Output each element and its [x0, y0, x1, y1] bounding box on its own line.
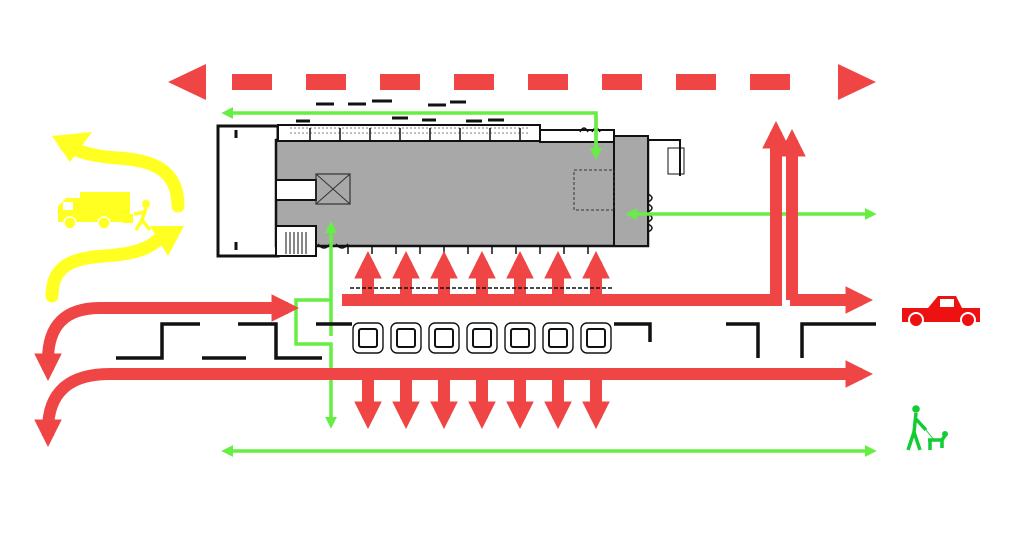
red-pickup-truck-icon	[902, 296, 980, 328]
service-routes	[45, 132, 185, 303]
east-doors	[647, 193, 653, 233]
west-loop-upper	[34, 294, 300, 382]
bus-bay-shelter	[396, 328, 416, 348]
north-mullions	[309, 128, 521, 140]
bus-bay-shelter	[586, 328, 606, 348]
south-doors	[317, 243, 349, 249]
station-building	[216, 124, 685, 258]
west-gap	[275, 179, 317, 201]
east-room	[573, 169, 615, 211]
south-stair-block	[275, 225, 317, 257]
south-ped-loop	[294, 298, 337, 429]
bus-bay-shelter	[358, 328, 378, 348]
service-in-arrowhead	[150, 226, 184, 256]
south-mullions	[347, 246, 589, 254]
bay-exits	[354, 374, 610, 430]
east-wing	[613, 135, 649, 247]
bay-entries	[354, 250, 610, 300]
bus-bay-shelter	[548, 328, 568, 348]
delivery-truck-with-worker-icon	[58, 192, 152, 232]
west-arrowhead	[168, 64, 206, 100]
pedestrian-routes	[221, 107, 877, 457]
east-stair	[667, 147, 685, 175]
north-kerb-dashes	[296, 99, 504, 123]
east-stair-wall	[648, 139, 681, 176]
bus-bay-shelter	[472, 328, 492, 348]
bus-bay-shelter	[434, 328, 454, 348]
service-in-route	[45, 231, 167, 303]
core-void	[315, 173, 351, 205]
kerb-lines	[116, 322, 876, 360]
west-annex	[216, 124, 280, 258]
top-vehicle-route	[168, 64, 876, 100]
service-out-arrowhead	[52, 132, 92, 162]
void-cross	[315, 173, 351, 205]
east-arrowhead	[838, 64, 876, 100]
west-loop-lower	[34, 360, 874, 448]
north-entry-block	[539, 129, 615, 143]
north-platform	[277, 124, 541, 142]
south-stair-treads	[285, 232, 307, 254]
bus-bays	[352, 322, 612, 354]
person-walking-dog-icon	[906, 405, 948, 451]
vehicle-routes	[34, 120, 874, 448]
bus-bay-shelter	[510, 328, 530, 348]
